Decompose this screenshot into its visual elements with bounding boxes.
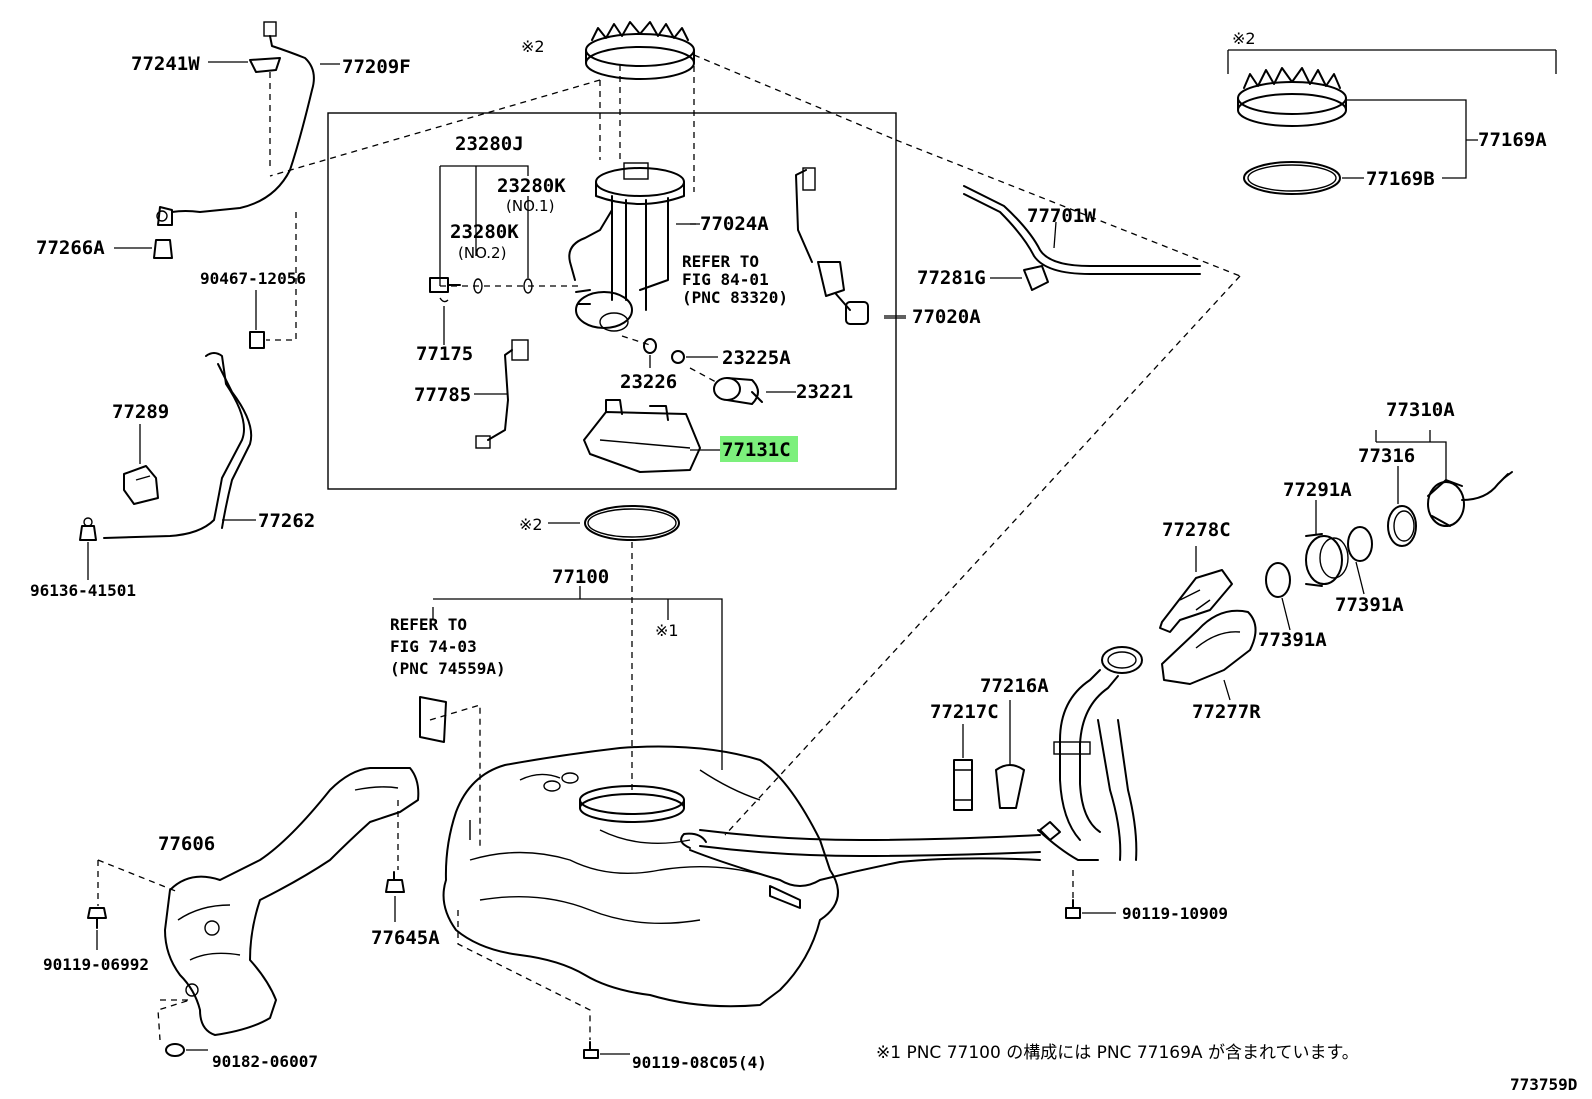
label-23225A[interactable]: 23225A xyxy=(722,347,791,369)
label-no1: (NO.1) xyxy=(506,197,554,215)
bolt-90119-06992 xyxy=(87,907,107,929)
label-90119-06992[interactable]: 90119-06992 xyxy=(43,955,149,974)
note1-symbol: ※1 xyxy=(655,621,679,640)
note2-symbol-right: ※2 xyxy=(1232,29,1256,48)
lock-ring-77169A xyxy=(1237,67,1347,127)
nut-90182-06007 xyxy=(165,1043,185,1057)
label-77391A-right[interactable]: 77391A xyxy=(1335,594,1404,616)
label-77291A[interactable]: 77291A xyxy=(1283,479,1352,501)
label-23280K-2[interactable]: 23280K xyxy=(450,221,519,243)
connector-77175 xyxy=(429,277,461,303)
label-77216A[interactable]: 77216A xyxy=(980,675,1049,697)
label-77175[interactable]: 77175 xyxy=(416,343,473,365)
label-90467-12056[interactable]: 90467-12056 xyxy=(200,269,306,288)
gasket-23226 xyxy=(643,338,657,354)
label-77785[interactable]: 77785 xyxy=(414,384,471,406)
label-23221[interactable]: 23221 xyxy=(796,381,853,403)
cap-ring-77291A xyxy=(1305,533,1349,587)
clip-77266A xyxy=(153,239,173,259)
label-no2: (NO.2) xyxy=(458,244,506,262)
label-77131C[interactable]: 77131C xyxy=(722,439,791,461)
fuel-sender-gauge xyxy=(795,167,869,325)
label-77024A[interactable]: 77024A xyxy=(700,213,769,235)
pump-assembly-frame xyxy=(327,112,897,490)
fuel-filter-23221 xyxy=(713,377,763,405)
refer-pump-line2: FIG 84-01 xyxy=(682,270,769,289)
gasket-mid xyxy=(584,505,680,541)
note2-symbol-mid: ※2 xyxy=(519,515,543,534)
gasket-77316 xyxy=(1387,505,1417,547)
clip-77645A xyxy=(385,871,405,893)
label-77278C[interactable]: 77278C xyxy=(1162,519,1231,541)
label-77316[interactable]: 77316 xyxy=(1358,445,1415,467)
hose-77209F xyxy=(156,21,315,226)
refer-tank-line3: (PNC 74559A) xyxy=(390,659,506,678)
clip-77281G xyxy=(1023,265,1049,291)
highlight-77131C xyxy=(720,436,798,462)
label-23280J[interactable]: 23280J xyxy=(455,133,524,155)
label-77209F[interactable]: 77209F xyxy=(342,56,411,78)
label-77217C[interactable]: 77217C xyxy=(930,701,999,723)
clip-23225A xyxy=(671,350,685,364)
lock-ring-top xyxy=(585,21,695,80)
label-77391A-left[interactable]: 77391A xyxy=(1258,629,1327,651)
fuel-pump-module xyxy=(568,162,685,332)
diagram-id: 773759D xyxy=(1510,1075,1577,1094)
protector-77277R xyxy=(1161,609,1257,685)
label-77310A[interactable]: 77310A xyxy=(1386,399,1455,421)
clamp-77216A xyxy=(995,764,1025,809)
label-77266A[interactable]: 77266A xyxy=(36,237,105,259)
gasket-77169B xyxy=(1243,161,1341,195)
bracket-77131C xyxy=(583,399,701,473)
label-77645A[interactable]: 77645A xyxy=(371,927,440,949)
label-77289[interactable]: 77289 xyxy=(112,401,169,423)
label-77100[interactable]: 77100 xyxy=(552,566,609,588)
fuel-tank xyxy=(442,745,839,1008)
harness-77785 xyxy=(475,339,529,449)
note2-symbol-top: ※2 xyxy=(521,37,545,56)
label-90119-10909[interactable]: 90119-10909 xyxy=(1122,904,1228,923)
refer-pump-line3: (PNC 83320) xyxy=(682,288,788,307)
clip-77241W xyxy=(249,57,281,73)
filler-pipe xyxy=(680,646,1143,909)
label-77169B[interactable]: 77169B xyxy=(1366,168,1435,190)
clamp-77217C xyxy=(953,759,973,811)
refer-tank-line1: REFER TO xyxy=(390,615,467,634)
hose-77262 xyxy=(103,352,253,539)
label-77241W[interactable]: 77241W xyxy=(131,53,200,75)
label-90119-08C05[interactable]: 90119-08C05(4) xyxy=(632,1053,767,1072)
o-rings-small xyxy=(473,278,533,294)
bolt-90119-08C05 xyxy=(583,1041,599,1059)
bracket-77289 xyxy=(123,465,159,505)
heat-shield-77606 xyxy=(164,767,420,1036)
pad-74559A xyxy=(419,696,447,743)
bolt-90119-10909 xyxy=(1065,899,1081,919)
fuel-cap-77310A xyxy=(1427,471,1513,527)
refer-pump-line1: REFER TO xyxy=(682,252,759,271)
label-77169A[interactable]: 77169A xyxy=(1478,129,1547,151)
label-90182-06007[interactable]: 90182-06007 xyxy=(212,1052,318,1071)
label-77277R[interactable]: 77277R xyxy=(1192,701,1261,723)
label-77281G[interactable]: 77281G xyxy=(917,267,986,289)
clip-90467-12056 xyxy=(249,331,265,349)
label-23280K-1[interactable]: 23280K xyxy=(497,175,566,197)
label-77606[interactable]: 77606 xyxy=(158,833,215,855)
label-77701W[interactable]: 77701W xyxy=(1027,205,1096,227)
gasket-77391A-right xyxy=(1347,526,1373,562)
label-77020A[interactable]: 77020A xyxy=(912,306,981,328)
label-96136-41501[interactable]: 96136-41501 xyxy=(30,581,136,600)
gasket-77391A-left xyxy=(1265,562,1291,598)
clip-96136-41501 xyxy=(79,517,97,541)
protector-77278C xyxy=(1159,569,1233,633)
refer-tank-line2: FIG 74-03 xyxy=(390,637,477,656)
label-77262[interactable]: 77262 xyxy=(258,510,315,532)
label-23226[interactable]: 23226 xyxy=(620,371,677,393)
footnote: ※1 PNC 77100 の構成には PNC 77169A が含まれています。 xyxy=(876,1043,1359,1063)
hose-77701W xyxy=(963,185,1201,275)
